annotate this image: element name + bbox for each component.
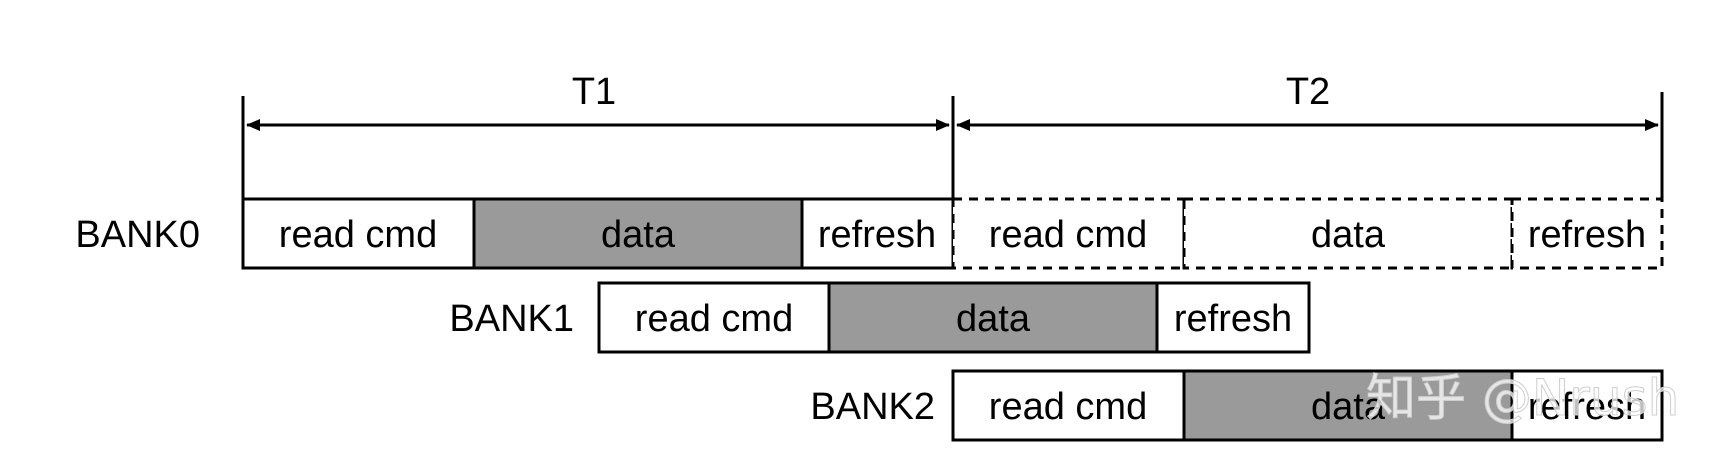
bank0-read-cmd-1: read cmd bbox=[241, 197, 476, 270]
bank0-refresh-2-label: refresh bbox=[1528, 214, 1646, 256]
bank0-data-1: data bbox=[472, 197, 804, 270]
bank2-row: BANK2 read cmd data refresh bbox=[810, 369, 1664, 442]
bank0-read-cmd-2-label: read cmd bbox=[989, 214, 1147, 256]
bank1-data: data bbox=[827, 281, 1159, 354]
bank0-data-2: data bbox=[1182, 197, 1514, 270]
bank1-read-cmd-label: read cmd bbox=[635, 298, 793, 340]
bank2-label: BANK2 bbox=[810, 386, 935, 428]
bank0-refresh-2: refresh bbox=[1510, 197, 1664, 270]
watermark-text: 知乎 @Nrush bbox=[1366, 369, 1679, 427]
bank2-refresh-label: refresh bbox=[1528, 386, 1646, 428]
bank0-read-cmd-2: read cmd bbox=[951, 197, 1186, 270]
bank1-refresh: refresh bbox=[1155, 281, 1311, 354]
period-t2: T2 bbox=[956, 71, 1664, 200]
bank1-data-label: data bbox=[956, 298, 1031, 340]
period-t1: T1 bbox=[241, 71, 955, 200]
bank0-refresh-1-label: refresh bbox=[818, 214, 936, 256]
bank1-read-cmd: read cmd bbox=[597, 281, 831, 354]
bank2-refresh: refresh bbox=[1510, 369, 1664, 442]
bank2-data-label: data bbox=[1311, 386, 1386, 428]
bank1-label: BANK1 bbox=[449, 298, 574, 340]
bank2-read-cmd-label: read cmd bbox=[989, 386, 1147, 428]
bank2-data: data bbox=[1182, 369, 1514, 442]
bank0-label: BANK0 bbox=[75, 214, 200, 256]
bank1-row: BANK1 read cmd data refresh bbox=[449, 281, 1311, 354]
bank0-row: BANK0 read cmd data refresh read cmd dat… bbox=[75, 197, 1664, 270]
bank1-refresh-label: refresh bbox=[1174, 298, 1292, 340]
bank2-read-cmd: read cmd bbox=[951, 369, 1186, 442]
bank0-refresh-1: refresh bbox=[800, 197, 955, 270]
period-t1-label: T1 bbox=[572, 71, 616, 113]
period-t2-label: T2 bbox=[1286, 71, 1330, 113]
bank0-read-cmd-1-label: read cmd bbox=[279, 214, 437, 256]
bank0-data-1-label: data bbox=[601, 214, 676, 256]
bank0-data-2-label: data bbox=[1311, 214, 1386, 256]
